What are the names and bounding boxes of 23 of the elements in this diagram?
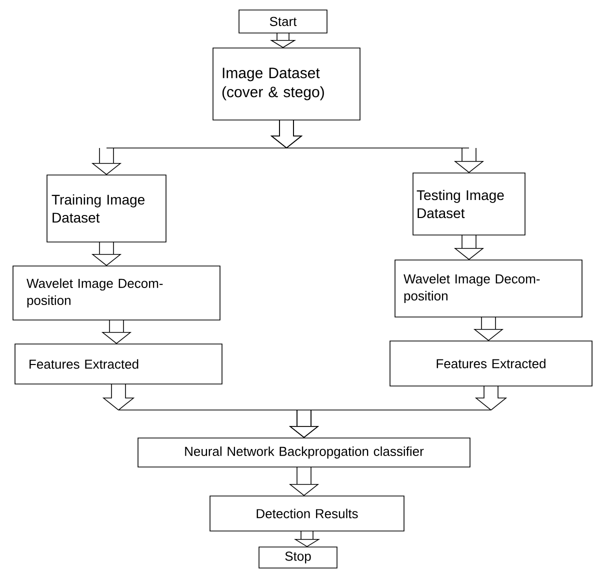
block-arrow	[270, 120, 484, 173]
terminal-box	[258, 546, 338, 568]
node-label: Image Dataset (cover & stego)	[222, 68, 324, 100]
node-label: Testing Image Dataset	[416, 190, 504, 218]
process-box	[210, 496, 404, 532]
process-box	[138, 438, 470, 468]
node-label: Features Extracted	[436, 358, 546, 368]
process-box	[390, 340, 592, 386]
node-label: Features Extracted	[30, 359, 138, 369]
process-box	[394, 260, 582, 318]
node-label: Training Image Dataset	[52, 194, 145, 223]
node-label: Stop	[285, 552, 311, 564]
process-box	[412, 172, 526, 236]
node-label: Wavelet Image Decom-position	[26, 278, 163, 308]
process-box	[12, 266, 220, 320]
terminal-box	[238, 10, 328, 34]
process-box	[212, 48, 360, 120]
process-box	[14, 344, 222, 384]
node-label: Wavelet Image Decom-position	[404, 274, 540, 304]
node-label: Start	[270, 16, 297, 26]
node-label: Neural Network Backpropgation classifier	[185, 446, 424, 459]
process-box	[46, 174, 166, 242]
node-label: Detection Results	[256, 508, 358, 518]
